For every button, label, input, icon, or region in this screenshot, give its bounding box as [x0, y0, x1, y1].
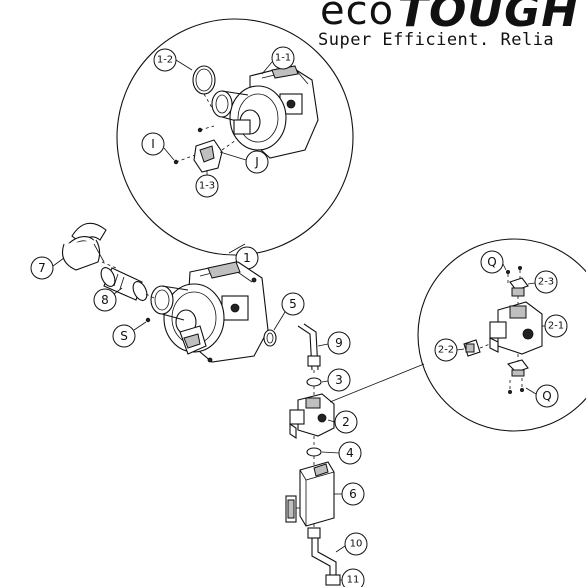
- callout-J: J: [219, 150, 269, 174]
- callout-3-label: 3: [335, 373, 343, 387]
- brand-logo: eco TOUGH Super Efficient. Relia: [318, 0, 586, 52]
- callout-J-label: J: [254, 155, 259, 169]
- callout-1-2: 1-2: [153, 48, 193, 72]
- callout-6-label: 6: [349, 487, 357, 501]
- callout-1-3: 1-3: [195, 170, 219, 198]
- callout-1-2-label: 1-2: [157, 55, 173, 66]
- callout-2-3: 2-3: [527, 270, 558, 294]
- callout-8-label: 8: [101, 293, 109, 307]
- callout-2-2: 2-2: [434, 338, 465, 362]
- callout-4-label: 4: [346, 446, 354, 460]
- callout-6: 6: [334, 482, 365, 506]
- gasket: [263, 329, 277, 347]
- callout-4: 4: [321, 441, 362, 465]
- callout-Q-bottom: Q: [525, 384, 559, 408]
- callout-I-label: I: [151, 137, 155, 151]
- callout-I: I: [141, 132, 175, 161]
- callout-S-label: S: [120, 329, 128, 343]
- gas-fitting: [325, 574, 341, 586]
- o-ring-upper: [306, 377, 322, 396]
- detail-circle-blower: [116, 18, 354, 256]
- callout-Q-top-label: Q: [487, 255, 496, 269]
- callout-2-label: 2: [342, 415, 350, 429]
- detail-circle-gas-valve: [417, 238, 586, 432]
- gas-pipe-upper: [297, 323, 321, 376]
- callout-Q-bottom-label: Q: [542, 389, 551, 403]
- detail-leader: [329, 363, 425, 403]
- callout-10-label: 10: [350, 539, 363, 550]
- callout-9: 9: [317, 331, 351, 355]
- callout-5-label: 5: [289, 297, 297, 311]
- callout-S: S: [112, 317, 151, 348]
- callout-8: 8: [93, 287, 123, 312]
- callout-1-1-label: 1-1: [275, 53, 291, 64]
- callout-2: 2: [327, 410, 358, 434]
- intake-elbow: [61, 222, 117, 271]
- brand-tagline: Super Efficient. Relia: [318, 30, 555, 50]
- blower-detail-assembly: [173, 65, 319, 173]
- callout-3: 3: [321, 368, 351, 392]
- callout-11: 11: [340, 568, 365, 587]
- callout-2-2-label: 2-2: [438, 345, 454, 356]
- brand-eco: eco: [320, 0, 395, 34]
- callout-1-1: 1-1: [261, 46, 295, 75]
- gas-pipe-lower: [307, 527, 337, 576]
- callout-7: 7: [30, 256, 65, 280]
- callout-5: 5: [273, 292, 305, 331]
- callout-2-3-label: 2-3: [538, 277, 554, 288]
- brand-tough: TOUGH: [398, 0, 580, 37]
- callout-10: 10: [335, 532, 368, 556]
- callout-2-1: 2-1: [542, 314, 568, 338]
- main-blower-assembly: [150, 261, 269, 363]
- callout-7-label: 7: [38, 261, 46, 275]
- callout-Q-top: Q: [480, 250, 507, 274]
- callout-1-label: 1: [243, 251, 251, 265]
- callout-11-label: 11: [347, 575, 360, 586]
- gas-valve-cover: [285, 461, 335, 534]
- o-ring-lower: [306, 447, 322, 468]
- gas-valve-main: [289, 393, 335, 446]
- gas-valve-detail-assembly: [463, 265, 543, 394]
- callout-2-1-label: 2-1: [548, 321, 564, 332]
- callout-9-label: 9: [335, 336, 343, 350]
- callout-1-3-label: 1-3: [199, 181, 215, 192]
- intake-coupling: [100, 267, 155, 301]
